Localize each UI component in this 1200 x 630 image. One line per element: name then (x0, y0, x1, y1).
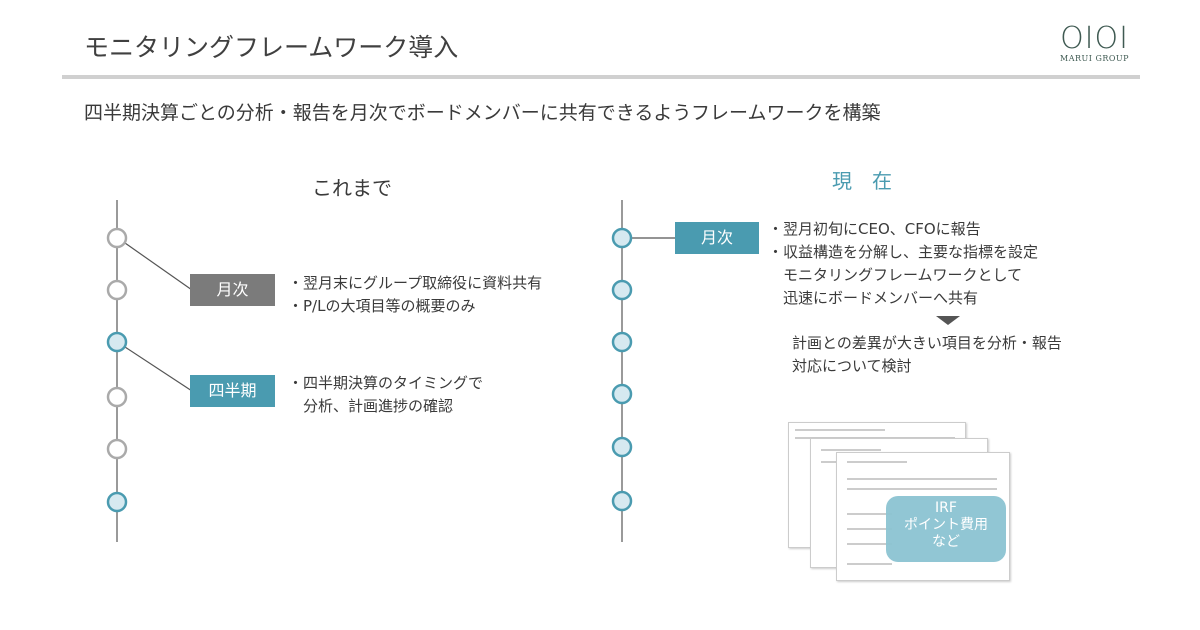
now-heading: 現 在 (832, 169, 892, 193)
now-followup-text: 計画との差異が大きい項目を分析・報告 対応について検討 (792, 334, 1062, 375)
subtitle: 四半期決算ごとの分析・報告を月次でボードメンバーに共有できるようフレームワークを… (84, 102, 881, 124)
now-monthly-text: ・翌月初旬にCEO、CFOに報告 ・収益構造を分解し、主要な指標を設定 モニタリ… (768, 220, 1039, 307)
callout-irf: IRF ポイント費用 など (886, 496, 1006, 562)
timeline-nodes-now (611, 227, 633, 512)
page-title: モニタリングフレームワーク導入 (84, 33, 459, 62)
header-divider (62, 75, 1140, 79)
timeline-nodes-before (106, 227, 128, 513)
now-monthly-label: 月次 (675, 222, 759, 254)
before-quarterly-text: ・四半期決算のタイミングで 分析、計画進捗の確認 (288, 374, 484, 415)
before-heading: これまで (312, 176, 392, 200)
before-monthly-label: 月次 (190, 274, 275, 306)
down-arrow-icon (936, 316, 960, 325)
before-quarterly-label: 四半期 (190, 375, 275, 407)
before-monthly-text: ・翌月末にグループ取締役に資料共有 ・P/Lの大項目等の概要のみ (288, 274, 543, 315)
